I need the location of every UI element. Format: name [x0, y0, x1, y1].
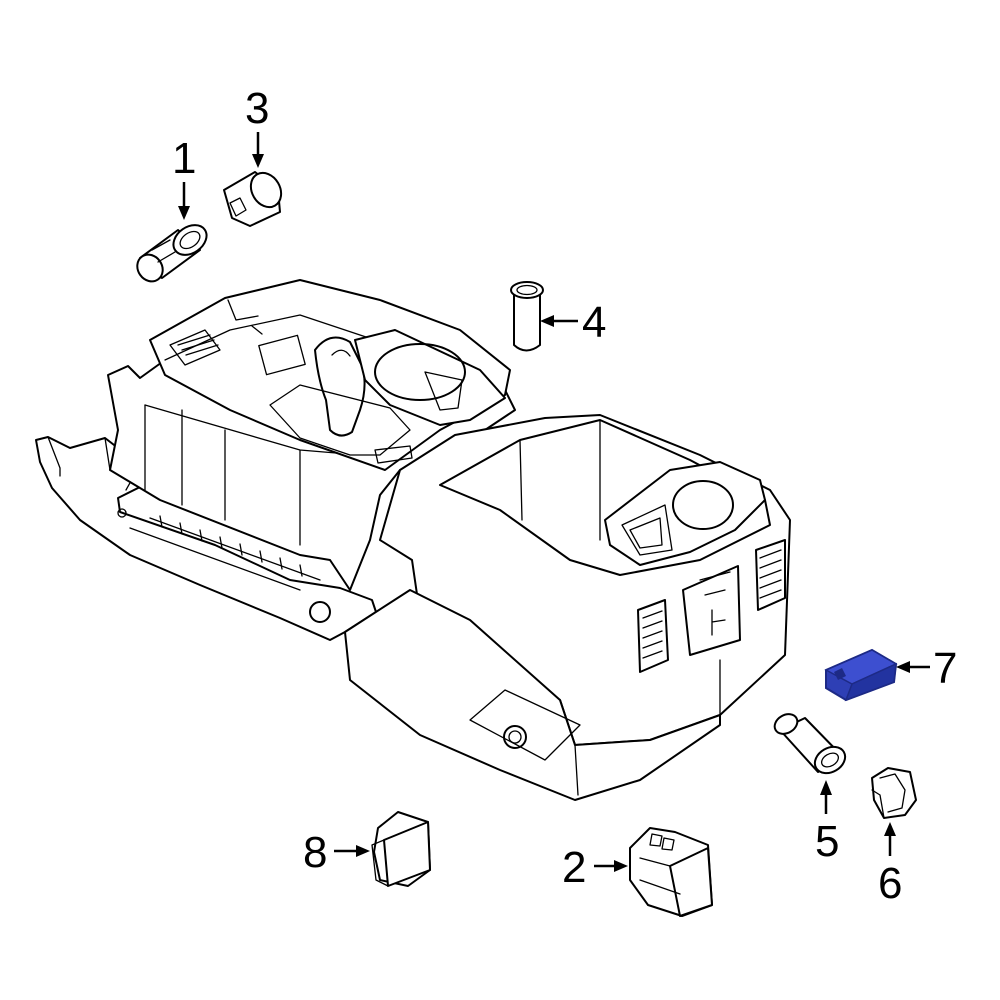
- part-8-switch: [371, 811, 431, 887]
- callout-7: 7: [933, 644, 957, 693]
- callout-4: 4: [582, 298, 606, 347]
- callout-1: 1: [172, 134, 196, 183]
- callout-8: 8: [303, 828, 327, 877]
- callout-5: 5: [815, 817, 839, 866]
- callout-6: 6: [878, 859, 902, 908]
- part-3-cap: [223, 171, 283, 227]
- part-6-cap: [871, 767, 917, 819]
- part-5-tube: [773, 713, 847, 775]
- part-7-switch-highlighted: [824, 648, 898, 702]
- callout-arrows: [178, 132, 930, 872]
- part-4-socket: [510, 281, 544, 352]
- part-1-tube: [136, 224, 208, 283]
- center-console: [35, 279, 791, 801]
- callout-3: 3: [245, 84, 269, 133]
- callout-2: 2: [562, 843, 586, 892]
- part-2-switch: [629, 827, 713, 917]
